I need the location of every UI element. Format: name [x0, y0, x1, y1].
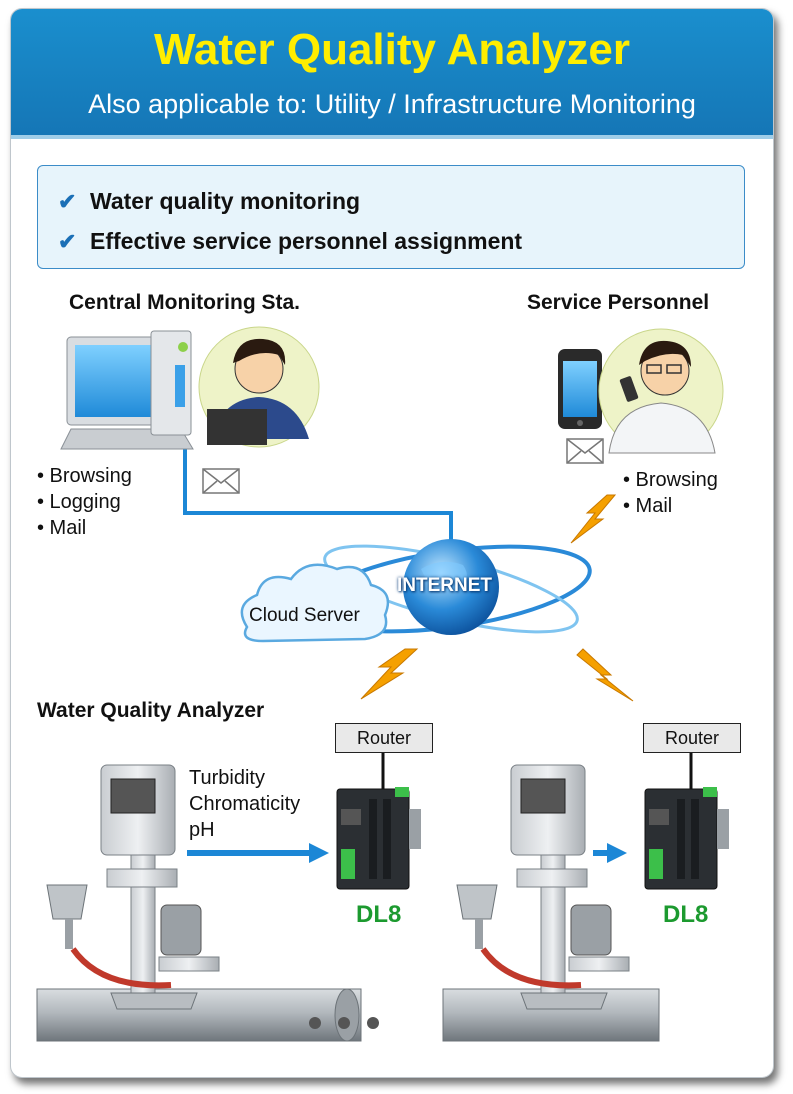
analyzer-section-title: Water Quality Analyzer: [37, 699, 265, 722]
diagram-card: Water Quality Analyzer Also applicable t…: [10, 8, 774, 1078]
lightning-icon: [576, 648, 634, 702]
arrow-icon: [593, 843, 627, 863]
measurement-list: Turbidity Chromaticity pH: [189, 765, 300, 843]
technician-avatar: [598, 328, 724, 454]
diagram-graphics: [36, 326, 729, 1042]
link-line-central: [183, 439, 453, 549]
service-personnel-title: Service Personnel: [527, 291, 710, 314]
service-personnel-list: • Browsing • Mail: [623, 467, 718, 519]
analyzer-machine: [442, 764, 660, 1042]
computer-icon: [60, 330, 194, 450]
feature-label: Water quality monitoring: [90, 188, 361, 214]
feature-label: Effective service personnel assignment: [90, 228, 523, 254]
list-item: • Logging: [37, 491, 121, 513]
list-item: pH: [189, 819, 215, 841]
analyzer-machine: [36, 764, 362, 1042]
ellipsis-icon: [309, 1017, 379, 1029]
internet-label: INTERNET: [397, 575, 492, 596]
smartphone-icon: [558, 349, 602, 429]
list-item: Chromaticity: [189, 793, 301, 815]
mail-icon: [566, 438, 604, 464]
list-item: • Browsing: [623, 469, 718, 491]
page-subtitle: Also applicable to: Utility / Infrastruc…: [88, 89, 696, 119]
features-box: ✔ Water quality monitoring ✔ Effective ser…: [37, 165, 745, 269]
check-icon: ✔: [58, 229, 77, 254]
globe-icon: [310, 539, 592, 635]
list-item: • Browsing: [37, 465, 132, 487]
cloud-icon: [240, 563, 390, 643]
dl8-label: DL8: [356, 901, 402, 928]
header-banner: Water Quality Analyzer Also applicable t…: [11, 9, 773, 139]
list-item: Turbidity: [189, 767, 265, 789]
lightning-icon: [360, 648, 419, 700]
central-station-list: • Browsing • Logging • Mail: [37, 463, 132, 541]
dl8-device: [336, 787, 421, 890]
dl8-device: [644, 787, 729, 890]
feature-item: ✔ Effective service personnel assignment: [58, 228, 522, 255]
check-icon: ✔: [58, 189, 77, 214]
router-icon: Router: [643, 723, 741, 753]
cloud-server-label: Cloud Server: [249, 605, 360, 626]
lightning-icon: [570, 494, 617, 544]
list-item: • Mail: [623, 495, 673, 517]
dl8-label: DL8: [663, 901, 709, 928]
page-title: Water Quality Analyzer: [154, 25, 630, 74]
arrow-icon: [187, 843, 329, 863]
mail-icon: [202, 468, 240, 494]
central-station-title: Central Monitoring Sta.: [69, 291, 300, 314]
router-icon: Router: [335, 723, 433, 753]
operator-avatar: [198, 326, 320, 448]
feature-item: ✔ Water quality monitoring: [58, 188, 360, 215]
list-item: • Mail: [37, 517, 87, 539]
